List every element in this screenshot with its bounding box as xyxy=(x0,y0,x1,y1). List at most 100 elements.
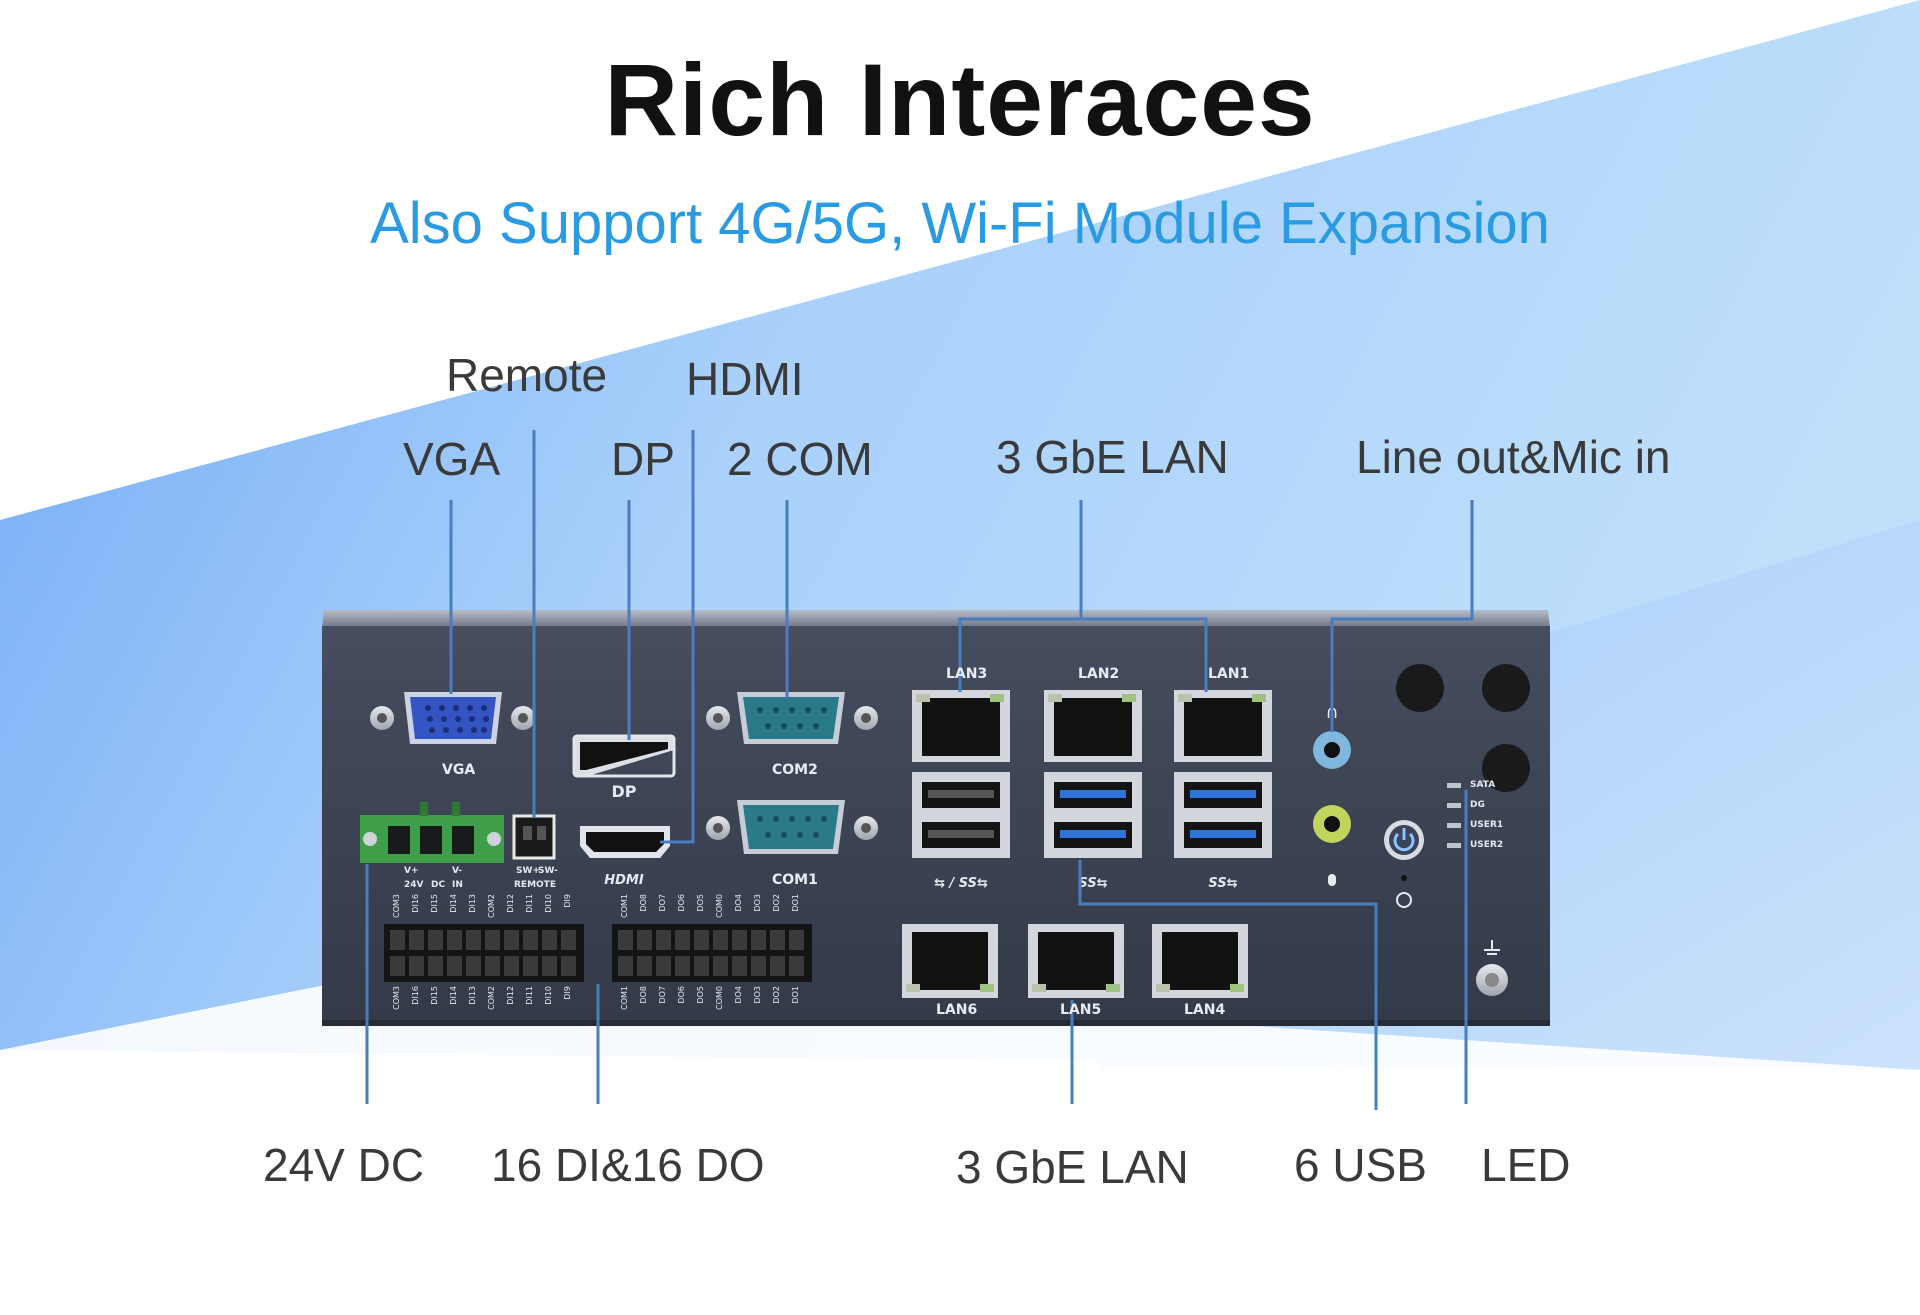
callout-dio: 16 DI&16 DO xyxy=(491,1139,765,1191)
do-top-label: DO1 xyxy=(791,894,800,912)
com1-port xyxy=(706,800,878,854)
lan2-port xyxy=(1044,690,1142,762)
di-top-label: DI16 xyxy=(411,894,420,913)
svg-text:HDMI: HDMI xyxy=(604,873,644,888)
antenna-connectors xyxy=(1396,664,1530,792)
led-label-user1: USER1 xyxy=(1470,820,1504,830)
callout-led: LED xyxy=(1481,1139,1571,1191)
label-com2: COM2 xyxy=(772,762,818,778)
callout-lan-bottom: 3 GbE LAN xyxy=(956,1141,1189,1193)
di-top-label: DI9 xyxy=(563,894,572,908)
led-label-dg: DG xyxy=(1470,800,1485,810)
di-bottom-label: DI9 xyxy=(563,986,572,1000)
callout-audio: Line out&Mic in xyxy=(1356,431,1671,483)
svg-text:SS⇆: SS⇆ xyxy=(1078,876,1107,891)
page-subtitle: Also Support 4G/5G, Wi-Fi Module Expansi… xyxy=(370,191,1550,256)
mic-in-jack xyxy=(1313,805,1351,886)
usb2-stack xyxy=(912,772,1010,858)
di-terminal-block xyxy=(384,924,584,982)
do-bottom-label: COM1 xyxy=(620,986,629,1010)
svg-text:DP: DP xyxy=(611,782,636,801)
di-bottom-label: DI14 xyxy=(449,986,458,1005)
label-24v: 24V xyxy=(404,880,424,890)
hdmi-port: HDMI xyxy=(580,826,670,888)
label-vplus: V+ xyxy=(404,866,419,876)
label-lan4: LAN4 xyxy=(1184,1002,1226,1018)
leader-lines xyxy=(365,430,1474,1110)
do-bottom-label: DO6 xyxy=(677,986,686,1004)
do-top-label: DO5 xyxy=(696,894,705,912)
ground-screw xyxy=(1476,940,1508,996)
svg-text:⇆ / SS⇆: ⇆ / SS⇆ xyxy=(934,876,988,891)
do-top-label: DO8 xyxy=(639,894,648,912)
callout-lan-top: 3 GbE LAN xyxy=(996,431,1229,483)
lan5-port xyxy=(1028,924,1124,998)
label-in: IN xyxy=(452,880,463,890)
callout-remote: Remote xyxy=(446,349,608,401)
page-title: Rich Interaces xyxy=(604,43,1316,157)
di-top-label: DI14 xyxy=(449,894,458,913)
label-vminus: V- xyxy=(452,866,463,876)
led-label-sata: SATA xyxy=(1470,780,1496,790)
label-swplus: SW+ xyxy=(516,866,540,876)
label-swminus: SW- xyxy=(538,866,558,876)
callout-hdmi: HDMI xyxy=(686,353,804,405)
do-bottom-label: DO1 xyxy=(791,986,800,1004)
lan3-port xyxy=(912,690,1010,762)
label-dc: DC xyxy=(431,880,446,890)
lan4-port xyxy=(1152,924,1248,998)
di-top-label: DI11 xyxy=(525,894,534,913)
callout-dp: DP xyxy=(611,433,675,485)
di-top-label: COM2 xyxy=(487,894,496,918)
do-top-label: COM1 xyxy=(620,894,629,918)
usb3-stack-1 xyxy=(1044,772,1142,858)
callout-6usb: 6 USB xyxy=(1294,1139,1427,1191)
di-bottom-label: DI15 xyxy=(430,986,439,1005)
callout-24v-dc: 24V DC xyxy=(263,1139,425,1191)
status-leds xyxy=(1447,783,1461,848)
di-bottom-label: DI13 xyxy=(468,986,477,1005)
do-bottom-label: DO7 xyxy=(658,986,667,1004)
do-bottom-label: DO8 xyxy=(639,986,648,1004)
svg-text:SS⇆: SS⇆ xyxy=(1208,876,1237,891)
do-bottom-label: DO3 xyxy=(753,986,762,1004)
remote-switch-connector xyxy=(512,814,556,860)
label-lan6: LAN6 xyxy=(936,1002,978,1018)
usb3-stack-2 xyxy=(1174,772,1272,858)
callout-vga: VGA xyxy=(403,433,501,485)
do-terminal-block xyxy=(612,924,812,982)
di-top-label: DI12 xyxy=(506,894,515,913)
vga-port xyxy=(370,692,535,744)
callout-2com: 2 COM xyxy=(727,433,873,485)
di-top-label: COM3 xyxy=(392,894,401,918)
do-bottom-label: DO4 xyxy=(734,986,743,1004)
label-remote: REMOTE xyxy=(514,880,556,890)
label-vga: VGA xyxy=(442,762,476,778)
do-bottom-label: DO5 xyxy=(696,986,705,1004)
displayport-port: DP xyxy=(572,734,676,801)
di-top-label: DI10 xyxy=(544,894,553,913)
do-top-label: DO6 xyxy=(677,894,686,912)
do-top-label: DO2 xyxy=(772,894,781,912)
do-top-label: DO4 xyxy=(734,894,743,912)
di-bottom-label: DI10 xyxy=(544,986,553,1005)
lan1-port xyxy=(1174,690,1272,762)
di-bottom-label: DI16 xyxy=(411,986,420,1005)
di-bottom-label: COM3 xyxy=(392,986,401,1010)
do-top-label: COM0 xyxy=(715,894,724,918)
led-label-user2: USER2 xyxy=(1470,840,1504,850)
do-top-label: DO7 xyxy=(658,894,667,912)
di-bottom-label: DI12 xyxy=(506,986,515,1005)
power-button xyxy=(1384,820,1424,908)
di-top-label: DI15 xyxy=(430,894,439,913)
label-lan3: LAN3 xyxy=(946,666,988,682)
dc-terminal-block xyxy=(360,802,504,863)
di-top-label: DI13 xyxy=(468,894,477,913)
label-lan5: LAN5 xyxy=(1060,1002,1102,1018)
do-bottom-label: DO2 xyxy=(772,986,781,1004)
label-lan2: LAN2 xyxy=(1078,666,1120,682)
di-bottom-label: COM2 xyxy=(487,986,496,1010)
com2-port xyxy=(706,692,878,744)
do-bottom-label: COM0 xyxy=(715,986,724,1010)
